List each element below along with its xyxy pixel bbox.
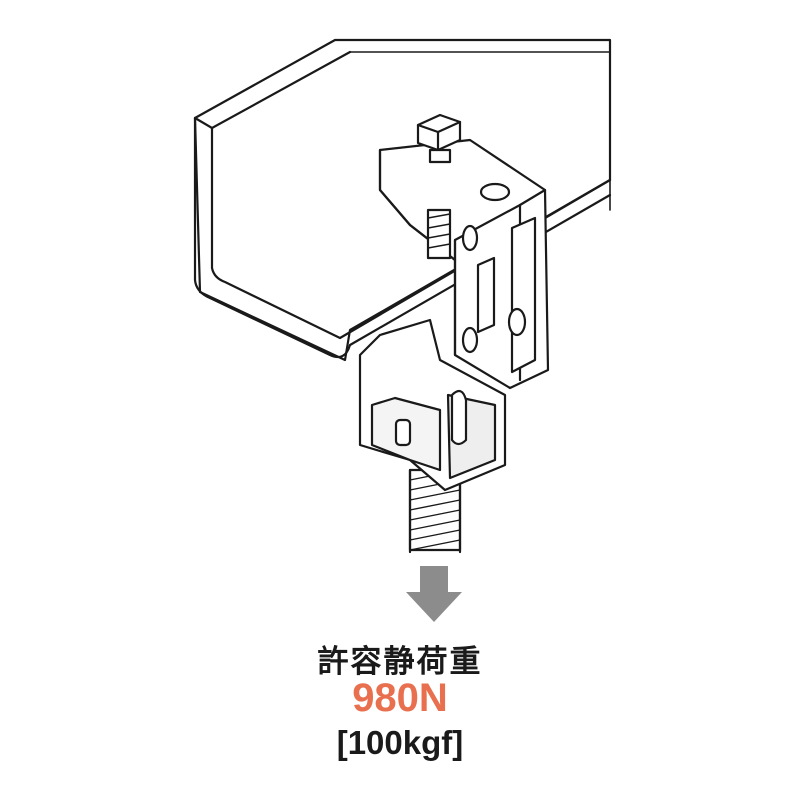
hanger-bracket [358,318,507,492]
load-value-newton: 980N [352,676,448,720]
beam-clamp-body [378,138,550,390]
allowable-static-load-label: 許容静荷重 [317,644,483,680]
clamp-bolt [416,113,462,260]
load-value-kgf: [100kgf] [336,724,464,761]
down-arrow-icon [406,566,462,622]
